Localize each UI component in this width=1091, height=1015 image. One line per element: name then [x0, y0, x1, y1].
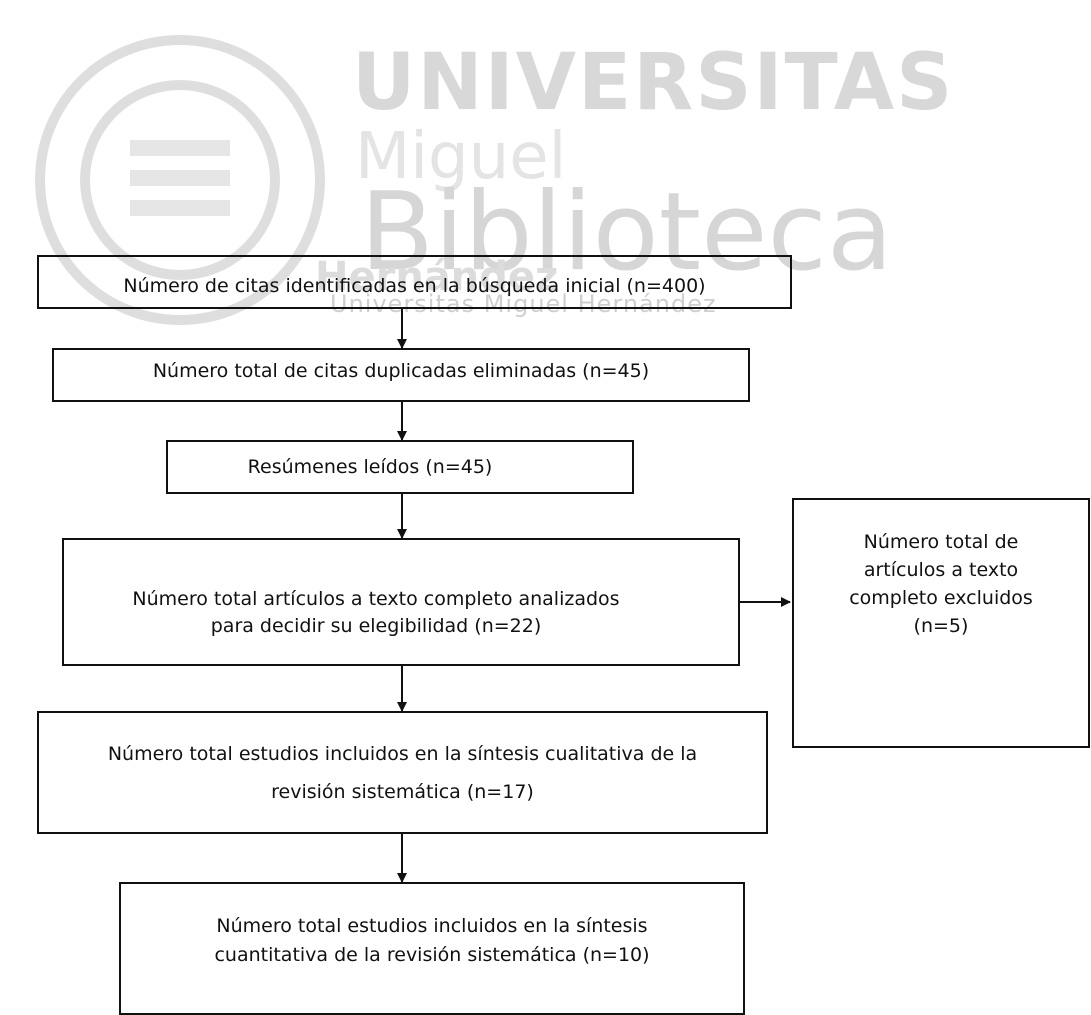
box-fulltext-text: Número total artículos a texto completo …: [132, 588, 620, 637]
box-qualitative: Número total estudios incluidos en la sí…: [37, 711, 768, 834]
box-identified: Número de citas identificadas en la búsq…: [37, 255, 792, 309]
box-abstracts: Resúmenes leídos (n=45): [166, 440, 634, 494]
box-identified-text: Número de citas identificadas en la búsq…: [123, 275, 706, 297]
box-excluded: Número total de artículos a texto comple…: [792, 498, 1090, 748]
box-fulltext: Número total artículos a texto completo …: [62, 538, 740, 666]
box-quantitative: Número total estudios incluidos en la sí…: [119, 882, 745, 1015]
box-abstracts-text: Resúmenes leídos (n=45): [247, 455, 493, 478]
box-duplicates: Número total de citas duplicadas elimina…: [52, 348, 750, 402]
box-qualitative-text: Número total estudios incluidos en la sí…: [107, 743, 698, 803]
box-duplicates-text: Número total de citas duplicadas elimina…: [152, 360, 650, 382]
box-quantitative-text: Número total estudios incluidos en la sí…: [214, 915, 650, 966]
box-excluded-text: Número total de artículos a texto comple…: [849, 531, 1033, 637]
